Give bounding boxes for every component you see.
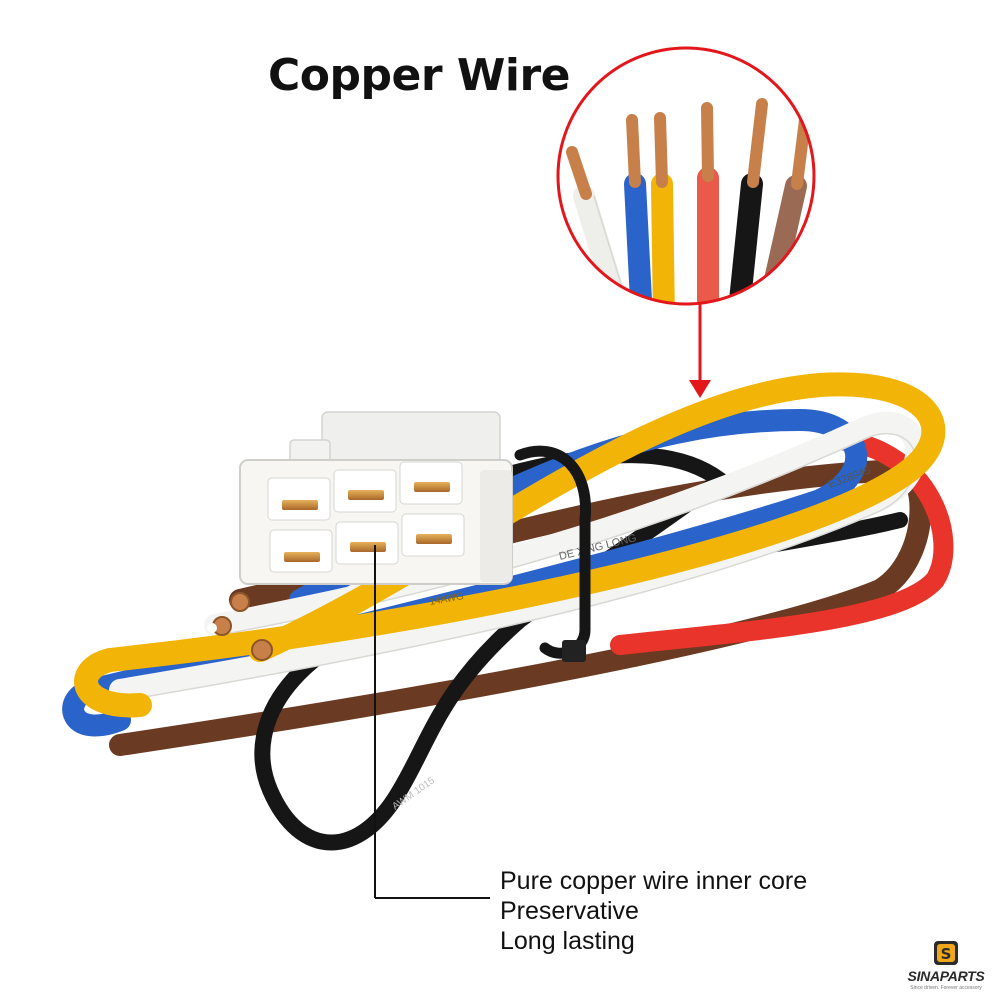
wire-harness: DE XING LONG 14AWG E328945 AWM 1015 — [62, 372, 954, 851]
feature-item: Preservative — [500, 897, 639, 925]
cable-tie — [514, 445, 592, 662]
svg-text:S: S — [941, 945, 952, 963]
inset-copper-yellow — [654, 112, 668, 188]
zoom-inset — [556, 46, 816, 306]
brand-name: SINAPARTS — [907, 968, 985, 984]
callout-leader — [374, 545, 490, 899]
zoom-inset-border — [556, 46, 816, 306]
inset-copper-black — [747, 98, 768, 188]
feature-item: Long lasting — [500, 927, 635, 955]
feature-callout: Pure copper wire inner core Preservative… — [500, 866, 807, 956]
inset-copper-white — [566, 146, 592, 200]
inset-copper-red — [701, 102, 714, 182]
inset-copper-brown — [791, 114, 811, 190]
brand-watermark: S SINAPARTS Since driven. Forever access… — [896, 940, 996, 991]
connector-terminals — [267, 461, 465, 573]
inset-wire-blue — [624, 173, 653, 304]
connector-housing — [239, 411, 513, 585]
inset-wire-black — [727, 173, 763, 304]
inset-wire-yellow — [651, 173, 675, 304]
feature-item: Pure copper wire inner core — [500, 867, 808, 895]
s-logo-icon: S — [934, 941, 958, 965]
stripped-ends — [207, 592, 273, 661]
headline-copper-wire: Copper Wire — [268, 50, 571, 101]
inset-copper-blue — [626, 114, 641, 188]
brand-tagline: Since driven. Forever accessory — [910, 985, 982, 991]
pointer-arrow — [689, 304, 711, 398]
